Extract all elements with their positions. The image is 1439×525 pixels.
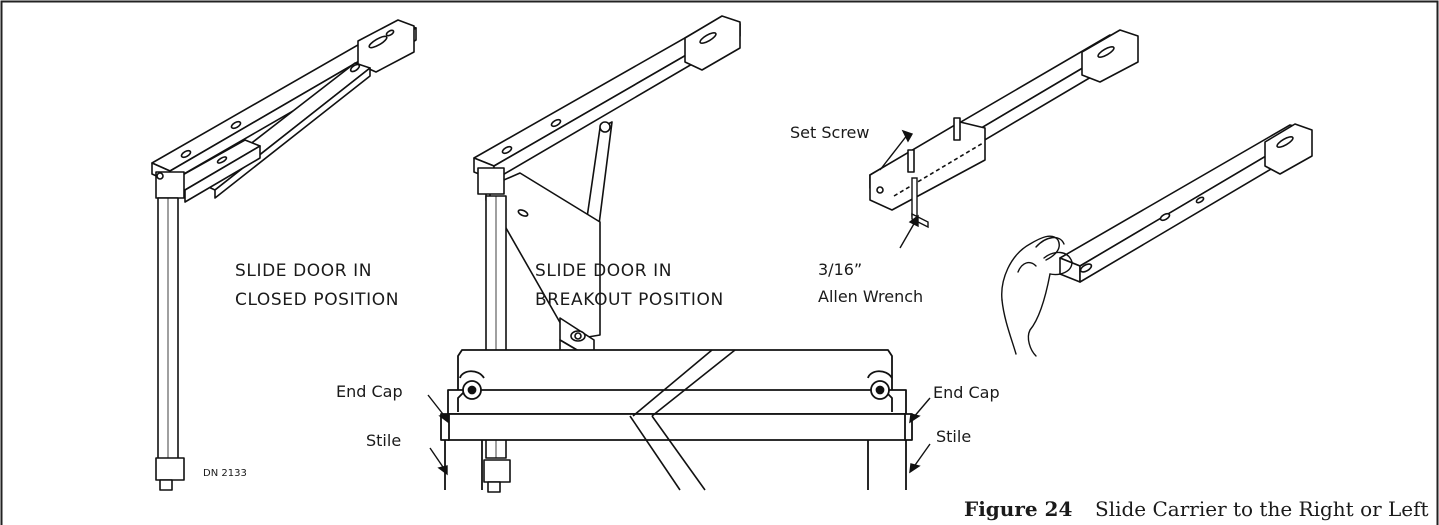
set-screw-arm-illustration	[869, 29, 1139, 211]
closed-label-line2: CLOSED POSITION	[235, 290, 399, 310]
breakout-position-arm-illustration	[473, 15, 741, 493]
door-top-assembly	[440, 349, 913, 491]
end-cap-right-label: End Cap	[933, 383, 1000, 402]
closed-position-arm-illustration	[151, 19, 417, 491]
hand-adjust-arm-illustration	[1059, 123, 1313, 283]
end-cap-left-label: End Cap	[336, 382, 403, 401]
closed-label-line1: SLIDE DOOR IN	[235, 261, 372, 281]
hand-icon	[1001, 235, 1073, 357]
drawing-number: DN 2133	[203, 468, 247, 479]
stile-right-label: Stile	[936, 427, 971, 446]
leader-lines	[427, 129, 931, 476]
set-screw-label: Set Screw	[790, 123, 869, 142]
figure-caption: Slide Carrier to the Right or Left	[1095, 497, 1429, 521]
figure-number: Figure 24	[964, 497, 1072, 521]
stile-left-label: Stile	[366, 431, 401, 450]
breakout-label-line1: SLIDE DOOR IN	[535, 261, 672, 281]
breakout-label-line2: BREAKOUT POSITION	[535, 290, 724, 310]
wrench-name-label: Allen Wrench	[818, 287, 923, 306]
wrench-size-label: 3/16”	[818, 260, 862, 279]
